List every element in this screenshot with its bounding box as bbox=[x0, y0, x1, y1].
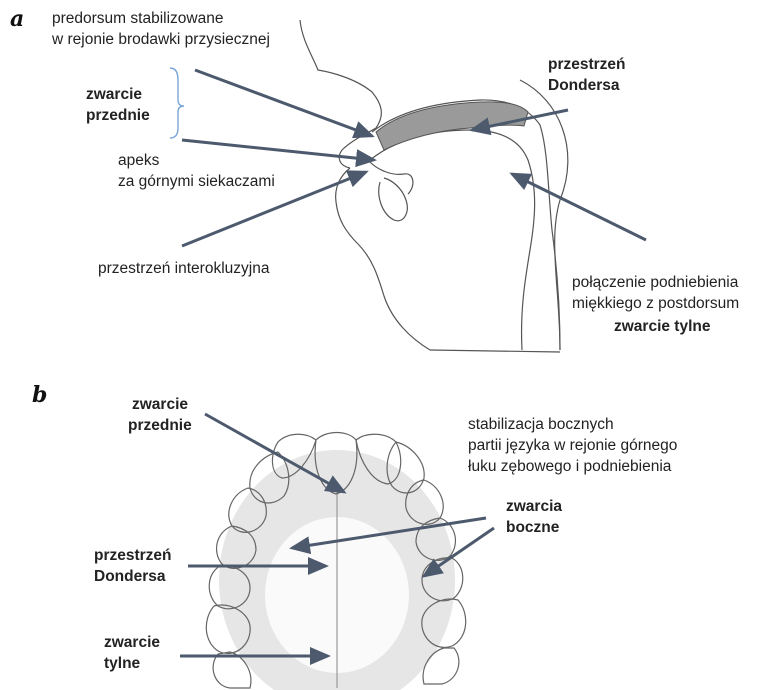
label-zwarcie-przednie-b-line1: zwarcie bbox=[132, 394, 188, 415]
arrow-polaczenie bbox=[512, 174, 646, 240]
label-zwarcie-przednie-b-line2: przednie bbox=[128, 415, 192, 436]
label-stabilizacja-line2: partii języka w rejonie górnego bbox=[468, 435, 677, 456]
label-zwarcie-tylne-a: zwarcie tylne bbox=[614, 316, 711, 337]
panel-b-letter: b bbox=[32, 382, 47, 408]
label-zwarcia-boczne-line1: zwarcia bbox=[506, 496, 562, 517]
label-apeks-line1: apeks bbox=[118, 150, 159, 171]
label-zwarcie-tylne-b-line1: zwarcie bbox=[104, 632, 160, 653]
label-dondersa-b-line1: przestrzeń bbox=[94, 545, 172, 566]
arrow-predorsum bbox=[195, 70, 372, 136]
label-dondersa-a-line2: Dondersa bbox=[548, 75, 620, 96]
label-polaczenie-line1: połączenie podniebienia bbox=[572, 272, 738, 293]
label-dondersa-a-line1: przestrzeń bbox=[548, 54, 626, 75]
label-stabilizacja-line3: łuku zębowego i podniebienia bbox=[468, 456, 671, 477]
arrow-apeks bbox=[182, 140, 374, 160]
palate-shading bbox=[376, 102, 528, 150]
label-predorsum-line1: predorsum stabilizowane bbox=[52, 8, 223, 29]
label-dondersa-b-line2: Dondersa bbox=[94, 566, 166, 587]
label-stabilizacja-line1: stabilizacja bocznych bbox=[468, 414, 614, 435]
label-predorsum-line2: w rejonie brodawki przysiecznej bbox=[52, 29, 270, 50]
label-interokluzyjna: przestrzeń interokluzyjna bbox=[98, 258, 269, 279]
label-zwarcie-tylne-b-line2: tylne bbox=[104, 653, 140, 674]
bracket bbox=[170, 68, 184, 138]
label-polaczenie-line2: miękkiego z postdorsum bbox=[572, 293, 739, 314]
label-zwarcie-przednie-a-line2: przednie bbox=[86, 105, 150, 126]
head-profile-sketch bbox=[300, 20, 568, 352]
panel-a-letter: a bbox=[10, 6, 24, 32]
dental-arch-sketch bbox=[206, 433, 465, 690]
label-apeks-line2: za górnymi siekaczami bbox=[118, 171, 275, 192]
label-zwarcie-przednie-a-line1: zwarcie bbox=[86, 84, 142, 105]
label-zwarcia-boczne-line2: boczne bbox=[506, 517, 559, 538]
